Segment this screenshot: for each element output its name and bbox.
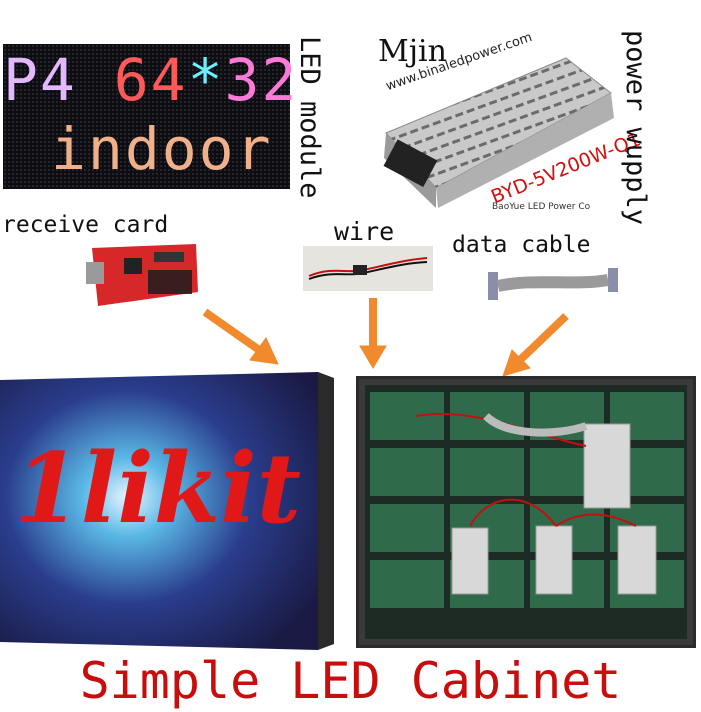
psu-brand: Mjin xyxy=(378,34,447,69)
receive-card-image xyxy=(84,240,202,310)
arrow-data-cable-icon xyxy=(502,313,569,377)
front-cabinet-logo: 1likit xyxy=(14,434,301,544)
data-cable-label: data cable xyxy=(452,232,591,258)
power-supply-image: Mjin www.binaledpower.com BYD-5V200W-Q1 … xyxy=(376,30,644,212)
arrow-wire-icon xyxy=(359,298,387,369)
wire-image xyxy=(303,246,433,291)
led-text-line1: P4 64*32 xyxy=(3,50,296,110)
led-text-32: 32 xyxy=(224,46,299,114)
led-module-label: LED module xyxy=(294,36,325,199)
led-text-64: 64 xyxy=(113,46,188,114)
back-cabinet-image xyxy=(356,376,696,648)
led-module-image: P4 64*32 indoor xyxy=(3,44,296,189)
psu-maker: BaoYue LED Power Co xyxy=(492,202,591,212)
data-cable-image xyxy=(484,264,622,304)
front-cabinet-image: 1likit xyxy=(0,372,334,650)
power-supply-label: power wupply xyxy=(620,30,651,226)
led-text-star: * xyxy=(187,46,225,114)
led-text-indoor: indoor xyxy=(51,115,273,183)
footer-title: Simple LED Cabinet xyxy=(79,652,622,710)
wire-label: wire xyxy=(334,217,395,246)
logo-text: 1likit xyxy=(14,432,302,545)
led-text-p4: P4 xyxy=(3,46,77,114)
arrow-receive-card-icon xyxy=(202,308,279,365)
receive-card-label: receive card xyxy=(2,212,169,238)
